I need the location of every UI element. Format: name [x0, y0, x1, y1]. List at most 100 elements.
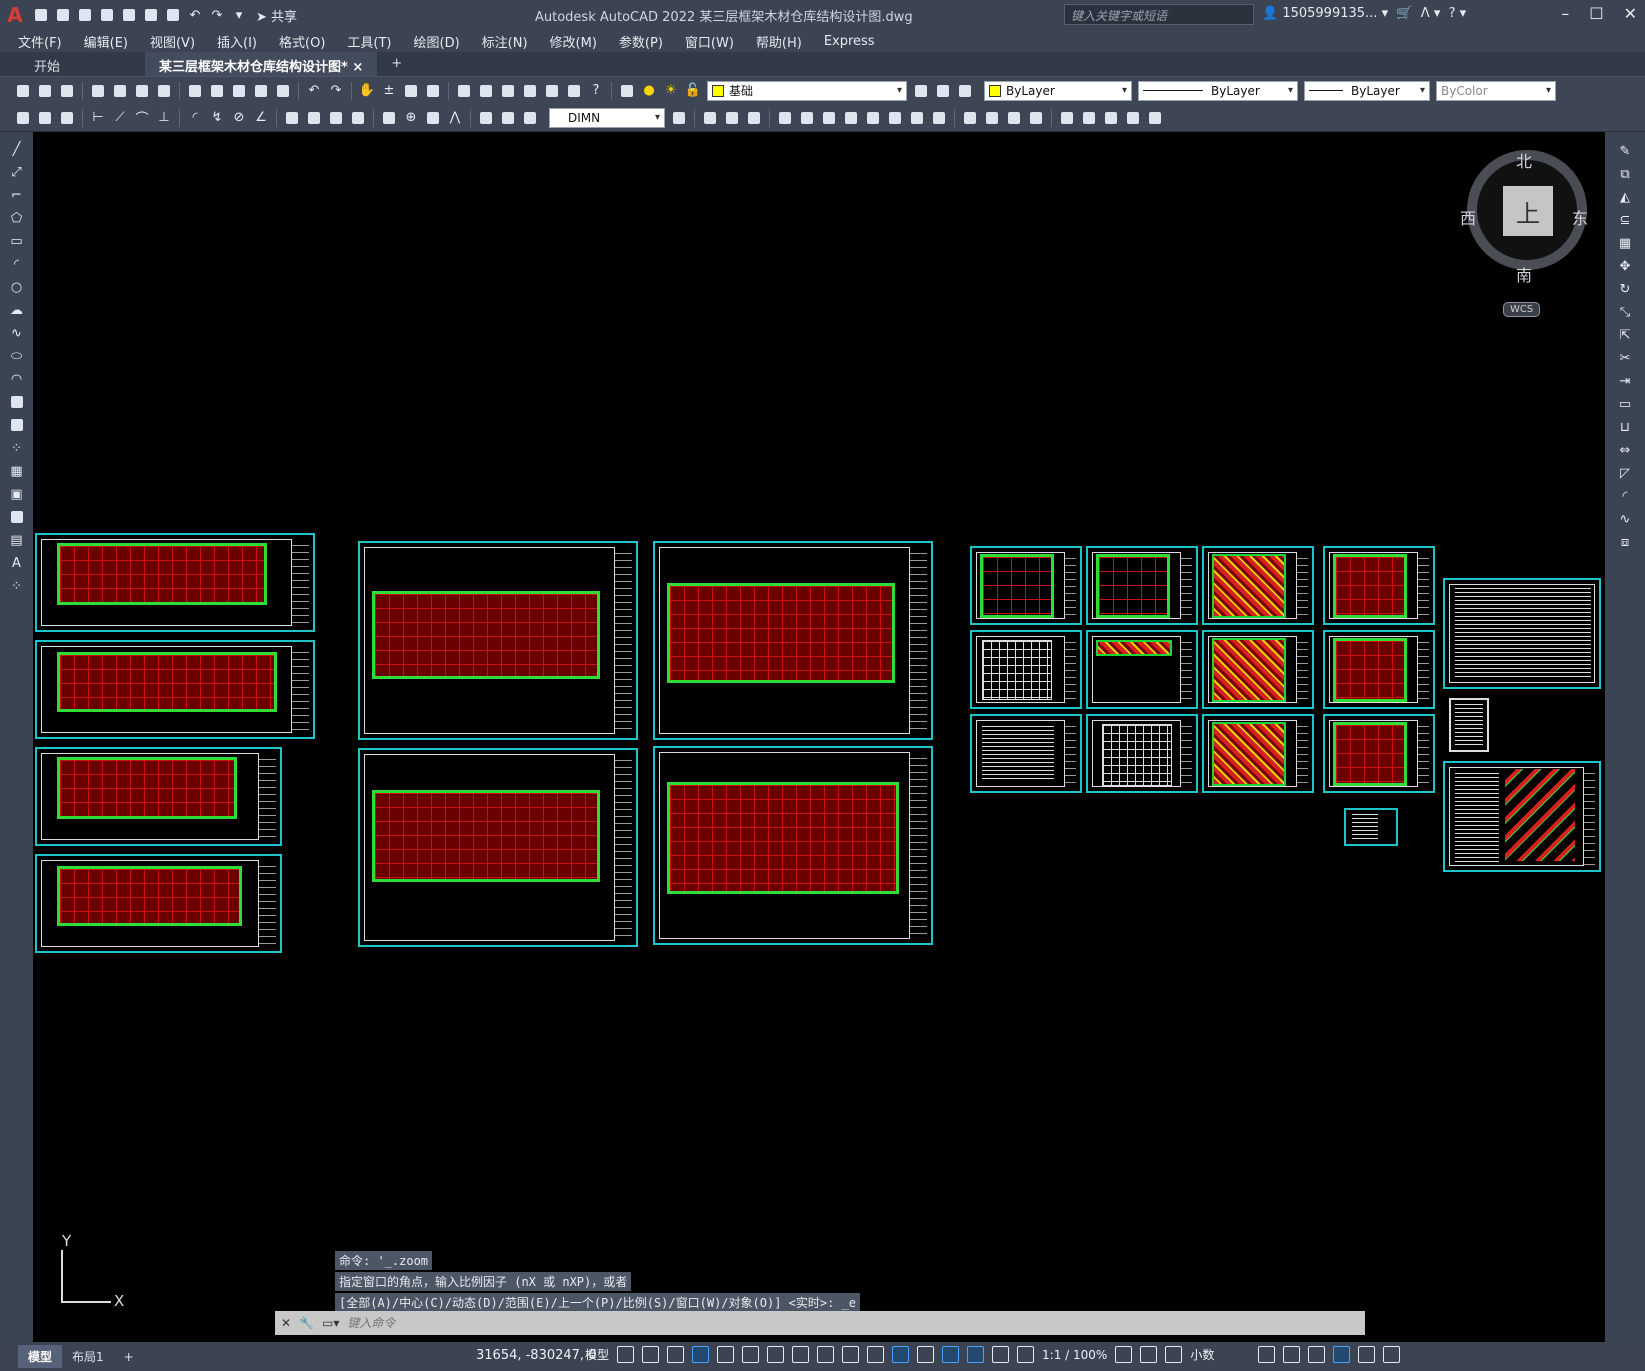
- drawing-sheet[interactable]: [970, 714, 1082, 793]
- plot-icon[interactable]: [164, 6, 182, 24]
- wcs-menu[interactable]: WCS: [1503, 302, 1541, 317]
- table-icon[interactable]: [1102, 109, 1120, 127]
- qnew-icon[interactable]: [14, 82, 32, 100]
- drawing-sheet[interactable]: [1086, 630, 1198, 709]
- drawing-sheet[interactable]: [1202, 546, 1314, 625]
- isolate-objects-icon[interactable]: [1308, 1346, 1326, 1363]
- polygon-icon[interactable]: ⬠: [10, 210, 23, 226]
- rotate-icon[interactable]: ↻: [1619, 281, 1631, 297]
- region-side-icon[interactable]: [8, 508, 26, 526]
- dim-continue-icon[interactable]: [327, 109, 345, 127]
- isodraft-icon[interactable]: [742, 1346, 760, 1363]
- drawing-sheet[interactable]: [1449, 698, 1489, 752]
- mirror-icon[interactable]: ◭: [1620, 189, 1630, 205]
- drawing-sheet[interactable]: [1443, 761, 1601, 872]
- drawing-sheet[interactable]: [35, 640, 315, 739]
- dimstyle-dropdown[interactable]: DIMN: [549, 107, 665, 128]
- point-icon[interactable]: ⁘: [11, 440, 22, 456]
- fillet-icon[interactable]: ◜: [1622, 488, 1628, 504]
- graphics-performance-icon[interactable]: [1333, 1346, 1351, 1363]
- color-dropdown[interactable]: ByLayer: [984, 80, 1132, 101]
- annotation-scale[interactable]: 1:1 / 100%: [1042, 1347, 1108, 1362]
- copy-icon[interactable]: [208, 82, 226, 100]
- maximize-icon[interactable]: ☐: [1589, 4, 1604, 23]
- menu-window[interactable]: 窗口(W): [684, 35, 734, 51]
- solid-2-icon[interactable]: [983, 109, 1001, 127]
- menu-insert[interactable]: 插入(I): [217, 35, 258, 51]
- clip-icon[interactable]: [798, 109, 816, 127]
- 3d-osnap-icon[interactable]: [892, 1346, 910, 1363]
- command-recent-icon[interactable]: ▭▾: [322, 1316, 340, 1330]
- drawing-sheet[interactable]: [1344, 808, 1398, 846]
- gradient-icon[interactable]: [1146, 109, 1164, 127]
- calculator-icon[interactable]: [565, 82, 583, 100]
- save-as-icon[interactable]: [98, 6, 116, 24]
- drawing-sheet[interactable]: [1323, 630, 1435, 709]
- ref-save-icon[interactable]: [930, 109, 948, 127]
- solid-1-icon[interactable]: [961, 109, 979, 127]
- annotation-visibility-icon[interactable]: [992, 1346, 1010, 1363]
- transparency-icon[interactable]: [842, 1346, 860, 1363]
- quick-properties-icon[interactable]: [1258, 1346, 1276, 1363]
- drawing-sheet[interactable]: [1323, 714, 1435, 793]
- pan-icon[interactable]: ✋: [358, 83, 376, 98]
- construction-line-icon[interactable]: ⤢: [11, 164, 22, 180]
- compass-north[interactable]: 北: [1516, 152, 1533, 171]
- lock-ui-icon[interactable]: [1283, 1346, 1301, 1363]
- redo-icon[interactable]: ↷: [211, 7, 223, 23]
- coordinates-readout[interactable]: 31654, -830247, 0: [476, 1348, 597, 1363]
- drawing-sheet[interactable]: [1086, 714, 1198, 793]
- make-current-icon[interactable]: [912, 82, 930, 100]
- dim-text-edit-icon[interactable]: [499, 109, 517, 127]
- tab-start[interactable]: 开始: [34, 60, 61, 75]
- plotstyle-dropdown[interactable]: ByColor: [1436, 80, 1556, 101]
- gizmo-icon[interactable]: [967, 1346, 985, 1363]
- menu-modify[interactable]: 修改(M): [549, 35, 597, 51]
- snap-icon[interactable]: [642, 1346, 660, 1363]
- open-icon[interactable]: [54, 6, 72, 24]
- solid-3-icon[interactable]: [1005, 109, 1023, 127]
- undo-tool-icon[interactable]: ↶: [308, 83, 320, 98]
- quick-dim-icon[interactable]: [283, 109, 301, 127]
- polar-icon[interactable]: [717, 1346, 735, 1363]
- annotation-monitor-icon[interactable]: [1140, 1346, 1158, 1363]
- selection-filter-icon[interactable]: [942, 1346, 960, 1363]
- autocad-logo-icon[interactable]: A: [7, 3, 23, 27]
- dim-arc-icon[interactable]: ⌒: [135, 112, 149, 127]
- drawing-sheet[interactable]: [970, 630, 1082, 709]
- add-layout-button[interactable]: +: [123, 1349, 134, 1364]
- command-close-icon[interactable]: ✕: [281, 1316, 292, 1330]
- menu-tools[interactable]: 工具(T): [347, 35, 392, 51]
- infer-icon[interactable]: [667, 1346, 685, 1363]
- scale-icon[interactable]: ⤡: [1619, 304, 1631, 320]
- trim-icon[interactable]: ✂: [1619, 350, 1631, 366]
- dim-update-icon[interactable]: [521, 109, 539, 127]
- viewcube[interactable]: 上: [1467, 150, 1587, 270]
- array-icon[interactable]: ▦: [1618, 235, 1632, 251]
- dim-radius-icon[interactable]: ◜: [192, 110, 198, 125]
- share-button[interactable]: ➤ 共享: [256, 9, 298, 25]
- rectangle-icon[interactable]: ▭: [10, 233, 23, 249]
- circle-icon[interactable]: ○: [10, 279, 23, 295]
- drawing-sheet[interactable]: [358, 748, 638, 947]
- drawing-sheet[interactable]: [35, 747, 282, 846]
- dim-baseline-icon[interactable]: [305, 109, 323, 127]
- drawing-sheet[interactable]: [1323, 546, 1435, 625]
- menu-express[interactable]: Express: [823, 33, 875, 49]
- center-mark-icon[interactable]: ⊕: [405, 110, 417, 125]
- minimize-icon[interactable]: –: [1561, 4, 1570, 23]
- layer-previous-icon[interactable]: [934, 82, 952, 100]
- new-icon[interactable]: [32, 6, 50, 24]
- dim-linear-icon[interactable]: ⊢: [92, 110, 104, 125]
- dim-diameter-icon[interactable]: ⊘: [233, 110, 245, 125]
- cut-icon[interactable]: [186, 82, 204, 100]
- menu-edit[interactable]: 编辑(E): [83, 35, 128, 51]
- dim-jogged-icon[interactable]: ↯: [211, 110, 223, 125]
- new-tab-button[interactable]: +: [391, 56, 403, 71]
- blend-curves-icon[interactable]: ∿: [1619, 511, 1631, 527]
- open-file-icon[interactable]: [36, 82, 54, 100]
- auto-scale-icon[interactable]: [1017, 1346, 1035, 1363]
- ref-add-icon[interactable]: [886, 109, 904, 127]
- chamfer-icon[interactable]: ◸: [1620, 465, 1630, 481]
- line-icon[interactable]: ╱: [12, 141, 21, 157]
